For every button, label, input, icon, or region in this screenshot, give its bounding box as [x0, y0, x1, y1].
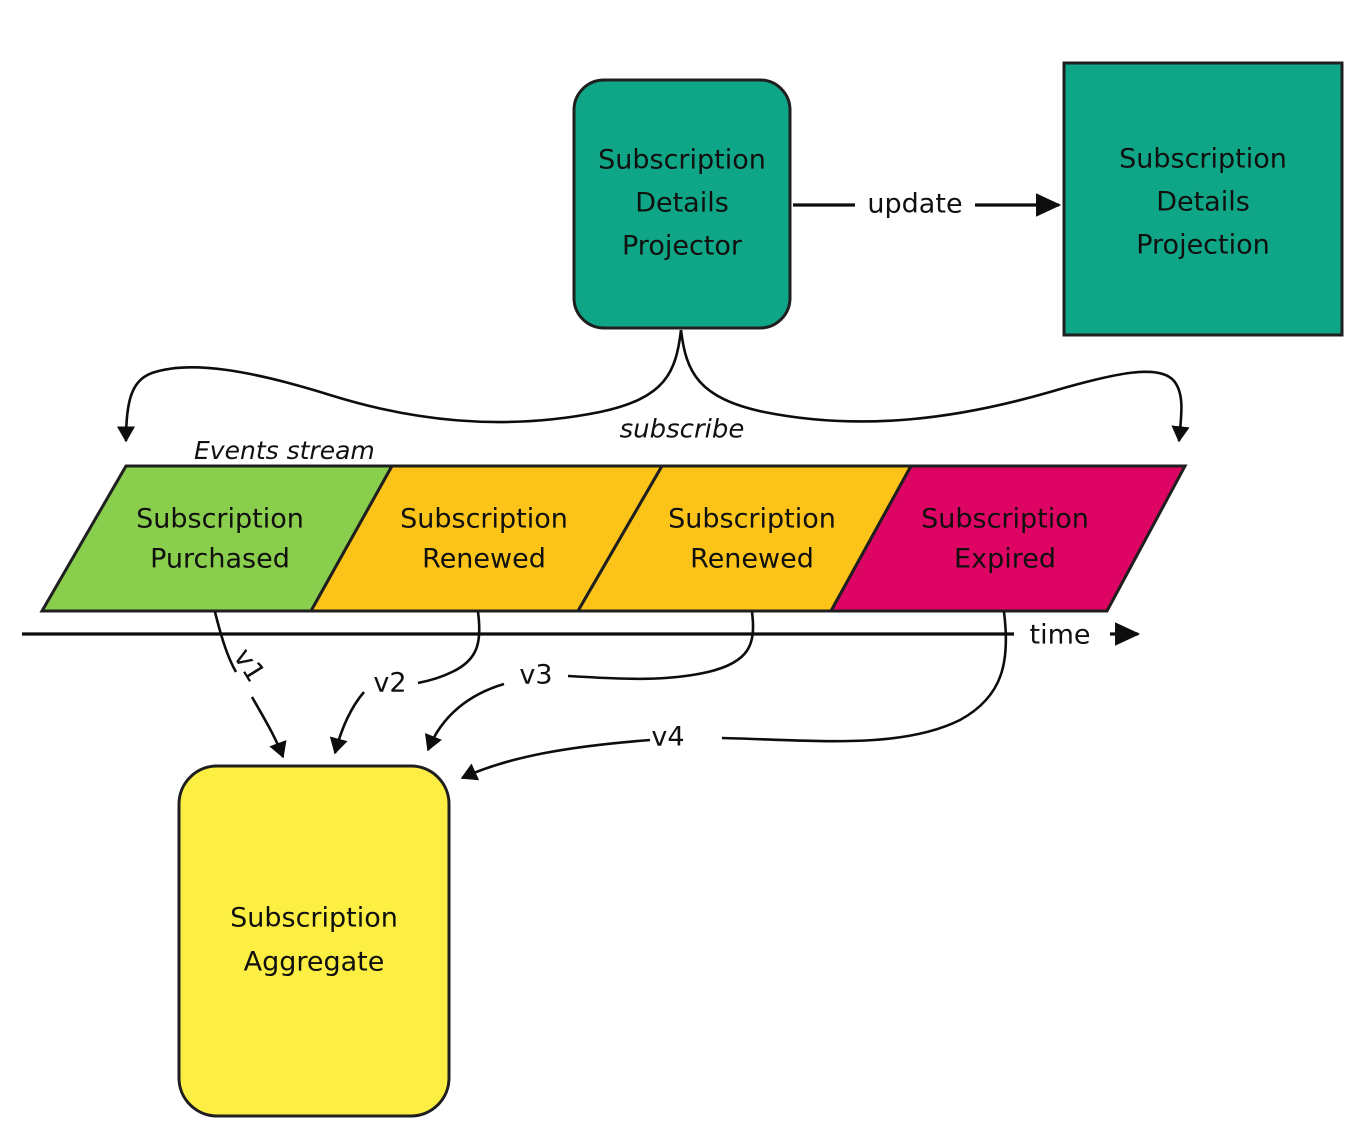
time-axis: time [22, 613, 1141, 655]
stream-segment-expired[interactable]: Subscription Expired [828, 464, 1188, 613]
projection-shape [1062, 61, 1344, 337]
projector-shape [572, 78, 792, 330]
v3-edge-lower [424, 682, 505, 752]
segment-3-label-line-1: Subscription [668, 504, 836, 535]
events-stream: Subscription Purchased Subscription Rene… [39, 464, 1188, 613]
segment-1-label-line-2: Purchased [150, 544, 290, 575]
projection-label-line-1: Subscription [1119, 144, 1287, 175]
segment-2-label-line-1: Subscription [400, 504, 568, 535]
projector-label-line-3: Projector [622, 231, 743, 262]
projection-label-line-2: Details [1156, 187, 1250, 218]
v3-edge-upper [567, 611, 755, 681]
edge-v2: v2 [329, 611, 481, 755]
v3-edge-label: v3 [519, 660, 552, 691]
edge-v4: v4 [460, 611, 1008, 781]
aggregate-shape [177, 764, 451, 1118]
subscribe-edge-left [116, 329, 683, 443]
v1-edge-upper [213, 611, 238, 673]
projector-label-line-2: Details [635, 188, 729, 219]
projection-label-line-3: Projection [1136, 230, 1270, 261]
subscribe-edge-label: subscribe [620, 415, 745, 445]
v4-edge-label: v4 [651, 722, 684, 753]
v1-edge-label: v1 [227, 643, 271, 688]
v2-edge-label: v2 [373, 668, 406, 699]
segment-4-label-line-2: Expired [954, 544, 1056, 575]
stream-segment-purchased[interactable]: Subscription Purchased [39, 464, 395, 613]
node-subscription-details-projection[interactable]: Subscription Details Projection [1062, 61, 1344, 337]
update-edge-label: update [867, 189, 962, 220]
segment-4-label-line-1: Subscription [921, 504, 1089, 535]
events-stream-caption: Events stream [194, 436, 375, 465]
time-label-backdrop [1014, 613, 1110, 655]
v4-edge-lower [460, 738, 651, 781]
edge-v3: v3 [424, 611, 755, 752]
projector-label-line-1: Subscription [598, 145, 766, 176]
segment-1-label-line-1: Subscription [136, 504, 304, 535]
time-axis-label: time [1029, 620, 1090, 651]
v4-edge-upper [721, 611, 1008, 743]
v1-edge-lower [250, 696, 287, 759]
node-subscription-aggregate[interactable]: Subscription Aggregate [177, 764, 451, 1118]
v2-edge-upper [417, 611, 481, 685]
subscribe-edge-right [679, 329, 1190, 443]
segment-3-label-line-2: Renewed [690, 544, 814, 575]
v2-edge-lower [329, 691, 365, 755]
stream-segment-renewed-1[interactable]: Subscription Renewed [308, 464, 665, 613]
aggregate-label-line-1: Subscription [230, 903, 398, 934]
node-subscription-details-projector[interactable]: Subscription Details Projector [572, 78, 792, 330]
aggregate-label-line-2: Aggregate [244, 947, 385, 978]
segment-4-shape [828, 464, 1188, 613]
edge-update: update [793, 189, 1062, 220]
edge-subscribe: subscribe [116, 329, 1190, 445]
segment-2-label-line-2: Renewed [422, 544, 546, 575]
